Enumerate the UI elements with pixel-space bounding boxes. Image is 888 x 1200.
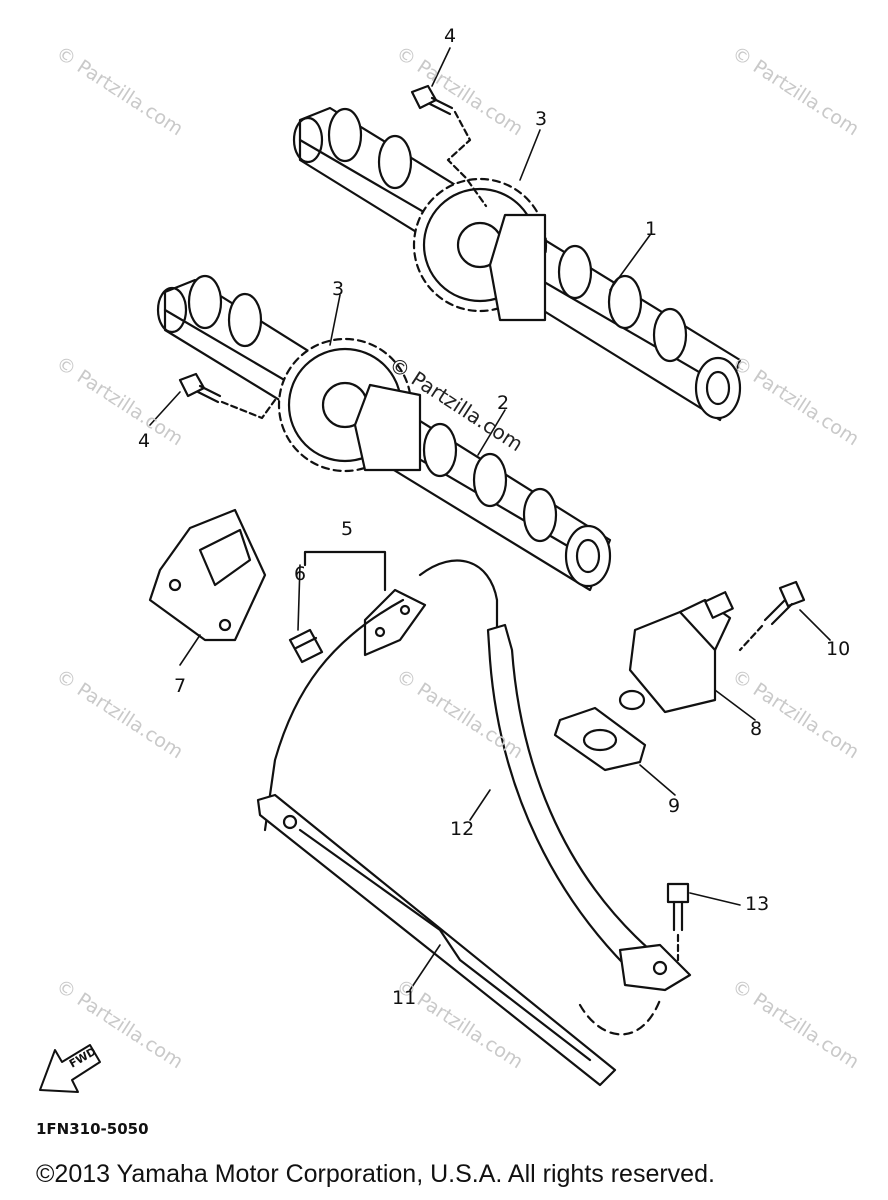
callout-3-lower: 3 [332,278,345,300]
callout-6: 6 [294,563,307,585]
cam-chain-tensioner [618,591,734,714]
leader-lines [149,47,831,991]
chain-joint-link [288,628,324,664]
diagram-code: 1FN310-5050 [36,1120,149,1138]
callout-2: 2 [497,392,510,414]
callout-8: 8 [750,718,763,740]
callout-12: 12 [450,818,475,840]
bolt-lower [178,372,277,420]
chain-guide-lower [256,793,617,1087]
chain-guide-upper [148,508,267,642]
callout-9: 9 [668,795,681,817]
callout-4-lower: 4 [138,430,151,452]
callout-11: 11 [392,987,417,1009]
tensioner-bolt [738,580,806,652]
callout-3-upper: 3 [535,108,548,130]
callout-5: 5 [341,518,354,540]
callout-1: 1 [645,218,658,240]
timing-chain [263,559,662,1036]
tensioner-gasket [553,706,647,772]
callout-13: 13 [745,893,770,915]
chain-tensioner-guide [486,623,692,992]
callout-7: 7 [174,675,187,697]
copyright-notice: ©2013 Yamaha Motor Corporation, U.S.A. A… [36,1160,715,1188]
guide-bolt [666,882,690,962]
callout-4-upper: 4 [444,25,457,47]
timing-chain-segment [303,550,427,657]
bolt-upper [410,84,488,208]
cam-sprocket-upper [412,177,548,322]
cam-sprocket-lower [277,337,422,473]
callout-10: 10 [826,638,851,660]
forward-arrow-icon [39,1044,101,1093]
